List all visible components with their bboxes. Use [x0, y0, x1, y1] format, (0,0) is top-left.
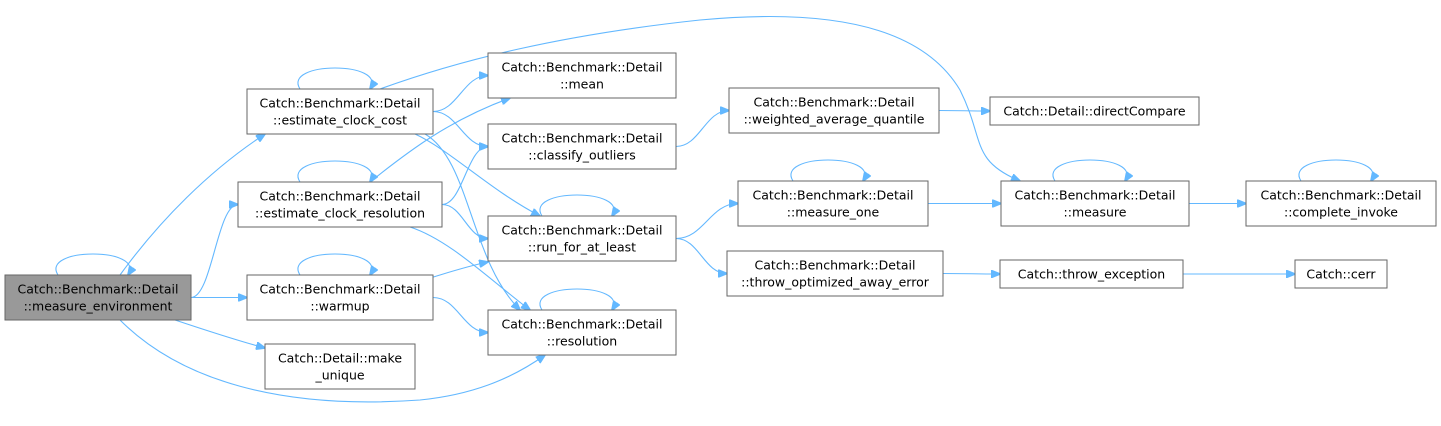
- edge-classify_outliers-to-weighted_average_quantile: [675, 111, 729, 148]
- edge-weighted_average_quantile-to-directCompare: [938, 111, 990, 112]
- edge-estimate_clock_cost-to-mean: [432, 76, 488, 113]
- edge-warmup-to-warmup: [297, 253, 372, 275]
- node-throw_optimized_away_error[interactable]: Catch::Benchmark::Detail::throw_optimize…: [726, 250, 944, 297]
- node-label: Catch::Benchmark::Detail: [260, 282, 421, 297]
- node-box: [246, 88, 434, 135]
- node-label: ::measure_environment: [24, 299, 173, 314]
- node-label: Catch::Benchmark::Detail: [18, 282, 179, 297]
- node-label: Catch::Benchmark::Detail: [1261, 188, 1422, 203]
- node-label: ::run_for_at_least: [528, 240, 636, 255]
- node-label: ::weighted_average_quantile: [744, 112, 925, 127]
- node-directCompare[interactable]: Catch::Detail::directCompare: [989, 96, 1200, 126]
- edge-estimate_clock_cost-to-estimate_clock_cost: [297, 67, 372, 89]
- edge-estimate_clock_resolution-to-classify_outliers: [441, 147, 488, 206]
- edge-measure_environment-to-estimate_clock_resolution: [190, 205, 238, 299]
- edge-run_for_at_least-to-run_for_at_least: [539, 194, 614, 216]
- node-label: Catch::Benchmark::Detail: [260, 189, 421, 204]
- node-run_for_at_least[interactable]: Catch::Benchmark::Detail::run_for_at_lea…: [487, 215, 677, 262]
- node-cerr[interactable]: Catch::cerr: [1294, 259, 1388, 289]
- edge-throw_optimized_away_error-to-throw_exception: [942, 274, 1000, 275]
- node-label: Catch::Benchmark::Detail: [502, 317, 663, 332]
- node-label: ::resolution: [547, 334, 617, 349]
- node-box: [1245, 180, 1437, 227]
- edge-estimate_clock_resolution-to-run_for_at_least: [441, 203, 488, 239]
- edge-measure_environment-to-estimate_clock_cost: [119, 134, 265, 276]
- node-box: [4, 274, 192, 321]
- node-label: ::throw_optimized_away_error: [741, 275, 930, 290]
- node-label: Catch::Benchmark::Detail: [502, 60, 663, 75]
- node-label: Catch::Benchmark::Detail: [1015, 188, 1176, 203]
- node-warmup[interactable]: Catch::Benchmark::Detail::warmup: [246, 274, 434, 321]
- node-complete_invoke[interactable]: Catch::Benchmark::Detail::complete_invok…: [1245, 180, 1437, 227]
- node-label: Catch::Detail::make: [278, 351, 402, 366]
- node-measure_environment[interactable]: Catch::Benchmark::Detail::measure_enviro…: [4, 274, 192, 321]
- node-measure_one[interactable]: Catch::Benchmark::Detail::measure_one: [737, 180, 929, 227]
- edge-resolution-to-resolution: [539, 288, 614, 310]
- node-label: ::mean: [560, 77, 604, 92]
- node-resolution[interactable]: Catch::Benchmark::Detail::resolution: [487, 309, 677, 356]
- node-label: Catch::Benchmark::Detail: [755, 258, 916, 273]
- node-make_unique[interactable]: Catch::Detail::make_unique: [264, 343, 416, 390]
- node-label: Catch::Benchmark::Detail: [260, 96, 421, 111]
- node-weighted_average_quantile[interactable]: Catch::Benchmark::Detail::weighted_avera…: [728, 87, 940, 134]
- edge-measure_environment-to-measure_environment: [55, 253, 130, 275]
- node-label: ::estimate_clock_resolution: [255, 206, 425, 221]
- node-box: [728, 87, 940, 134]
- node-box: [737, 180, 929, 227]
- node-box: [487, 215, 677, 262]
- node-label: Catch::Benchmark::Detail: [753, 188, 914, 203]
- edge-estimate_clock_resolution-to-resolution: [409, 226, 530, 310]
- node-estimate_clock_resolution[interactable]: Catch::Benchmark::Detail::estimate_clock…: [237, 181, 443, 228]
- node-label: Catch::Benchmark::Detail: [502, 131, 663, 146]
- node-box: [487, 52, 677, 99]
- node-label: ::measure: [1064, 205, 1127, 220]
- node-box: [237, 181, 443, 228]
- node-box: [487, 309, 677, 356]
- edge-estimate_clock_cost-to-run_for_at_least: [414, 133, 540, 216]
- edge-measure-to-measure: [1052, 159, 1127, 181]
- node-box: [487, 123, 677, 170]
- edge-estimate_clock_cost-to-classify_outliers: [432, 110, 488, 147]
- node-box: [246, 274, 434, 321]
- node-estimate_clock_cost[interactable]: Catch::Benchmark::Detail::estimate_clock…: [246, 88, 434, 135]
- node-label: ::classify_outliers: [528, 148, 636, 163]
- edge-measure_environment-to-make_unique: [174, 319, 265, 348]
- node-classify_outliers[interactable]: Catch::Benchmark::Detail::classify_outli…: [487, 123, 677, 170]
- edge-warmup-to-run_for_at_least: [429, 262, 488, 279]
- node-label: ::estimate_clock_cost: [273, 113, 407, 128]
- node-label: Catch::Benchmark::Detail: [754, 95, 915, 110]
- node-label: Catch::Detail::directCompare: [1003, 104, 1185, 119]
- node-box: [726, 250, 944, 297]
- node-measure[interactable]: Catch::Benchmark::Detail::measure: [1000, 180, 1190, 227]
- node-box: [1294, 259, 1388, 289]
- node-label: _unique: [314, 368, 364, 383]
- node-throw_exception[interactable]: Catch::throw_exception: [999, 259, 1184, 289]
- node-label: Catch::throw_exception: [1018, 267, 1165, 282]
- edge-measure_one-to-measure_one: [790, 159, 865, 181]
- edge-complete_invoke-to-complete_invoke: [1298, 159, 1373, 181]
- edge-estimate_clock_resolution-to-mean: [369, 98, 510, 183]
- edge-warmup-to-resolution: [432, 296, 488, 333]
- edge-measure_environment-to-resolution: [119, 319, 545, 403]
- node-label: Catch::cerr: [1306, 267, 1376, 282]
- node-label: ::measure_one: [787, 205, 880, 220]
- node-label: ::warmup: [310, 299, 369, 314]
- node-label: ::complete_invoke: [1284, 205, 1398, 220]
- edge-run_for_at_least-to-throw_optimized_away_error: [675, 237, 727, 274]
- node-box: [1000, 180, 1190, 227]
- node-mean[interactable]: Catch::Benchmark::Detail::mean: [487, 52, 677, 99]
- node-label: Catch::Benchmark::Detail: [502, 223, 663, 238]
- edge-run_for_at_least-to-measure_one: [675, 204, 738, 240]
- node-box: [264, 343, 416, 390]
- edge-estimate_clock_resolution-to-estimate_clock_resolution: [297, 160, 372, 182]
- node-box: [999, 259, 1184, 289]
- node-box: [989, 96, 1200, 126]
